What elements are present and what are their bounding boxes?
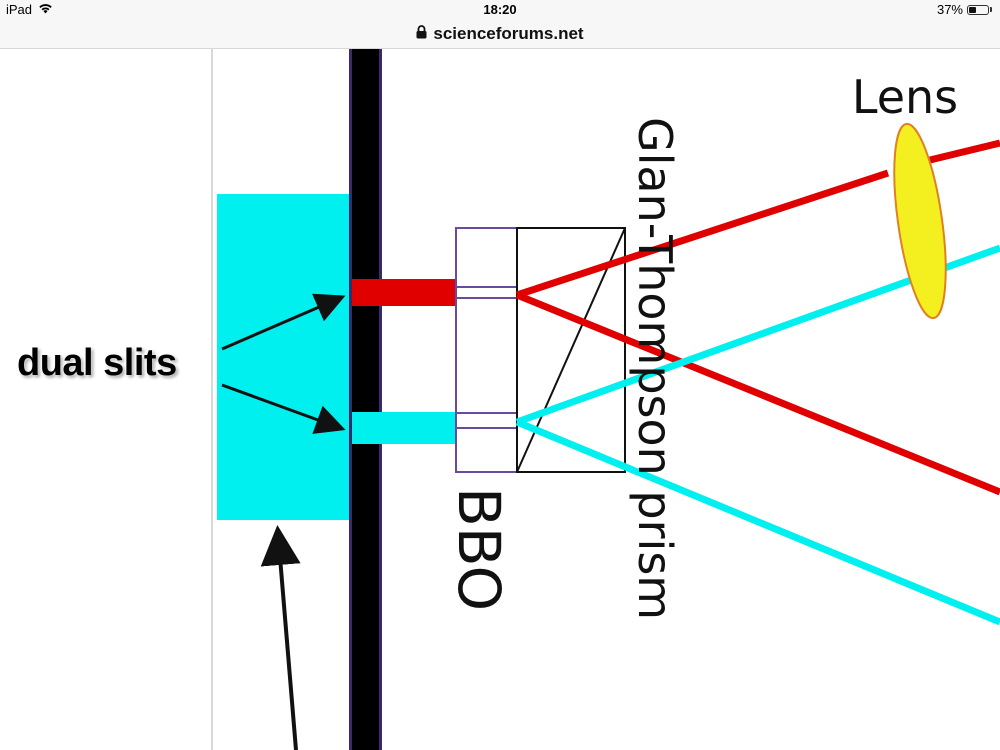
bbo-label: BBO xyxy=(445,487,513,611)
red-beam-lower xyxy=(515,291,1000,496)
status-bar: iPad 18:20 37% xyxy=(0,0,1000,20)
wifi-icon xyxy=(38,2,53,17)
arrow-to-red-slit xyxy=(221,293,346,351)
status-right: 37% xyxy=(937,2,992,17)
optics-diagram: Lens Glan-Thompson prism BBO xyxy=(217,49,1000,750)
page-content: Lens Glan-Thompson prism BBO dual slits xyxy=(0,49,1000,750)
red-beam-after-lens xyxy=(929,139,1000,164)
address-bar[interactable]: scienceforums.net xyxy=(0,20,1000,49)
url-text[interactable]: scienceforums.net xyxy=(433,24,584,43)
arrow-to-cyan-slit xyxy=(221,383,346,434)
cyan-source-block xyxy=(217,194,350,520)
clock: 18:20 xyxy=(483,2,517,17)
red-slit-beam xyxy=(352,279,456,306)
page-divider xyxy=(211,49,213,750)
lens-label: Lens xyxy=(852,70,958,124)
battery-fill xyxy=(969,6,976,13)
battery-percent: 37% xyxy=(936,2,963,17)
slit-screen xyxy=(352,49,379,750)
prism-label: Glan-Thompson prism xyxy=(628,117,682,620)
battery-icon xyxy=(967,4,989,15)
glan-thompson-prism xyxy=(516,227,626,473)
cyan-slit-beam xyxy=(352,412,456,444)
status-left: iPad xyxy=(6,2,53,17)
device-name: iPad xyxy=(6,2,33,17)
dual-slits-label: dual slits xyxy=(17,342,177,384)
battery-tip xyxy=(990,7,992,12)
cyan-beam-lower xyxy=(515,418,1000,626)
bbo-crystal xyxy=(455,227,518,473)
red-beam-upper xyxy=(515,169,890,299)
lens-shape xyxy=(893,122,947,320)
arrow-up-to-block xyxy=(260,525,301,750)
lock-icon xyxy=(416,24,427,44)
